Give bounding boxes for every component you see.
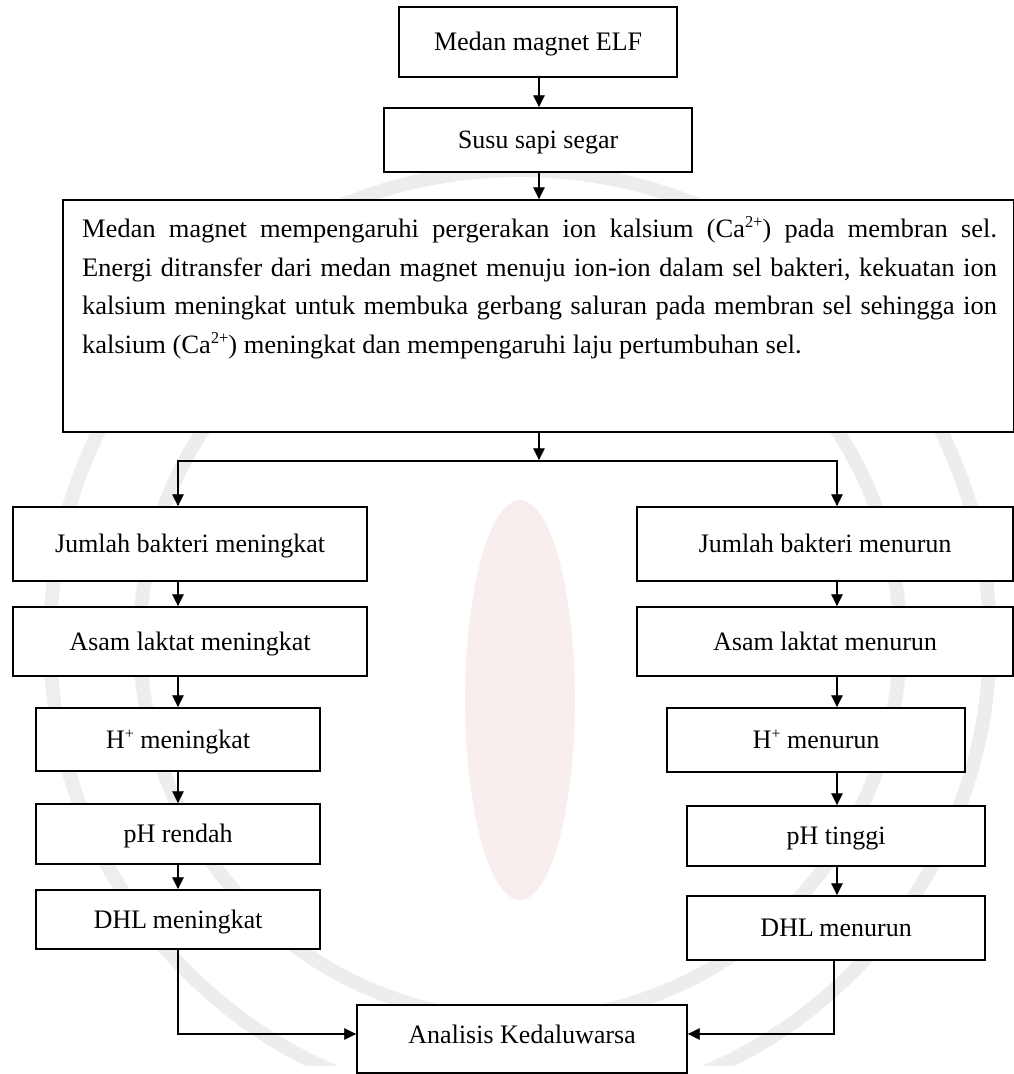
left-h-charge: + <box>124 724 134 742</box>
split-line <box>177 460 838 505</box>
right-h-charge: + <box>771 725 781 743</box>
box-right-dhl: DHL menurun <box>686 895 986 961</box>
box-analysis: Analisis Kedaluwarsa <box>356 1004 688 1074</box>
analysis-label: Analisis Kedaluwarsa <box>408 1020 636 1049</box>
left-ph-label: pH rendah <box>123 819 233 848</box>
box-elf-label: Medan magnet ELF <box>434 27 642 56</box>
box-left-dhl: DHL meningkat <box>35 889 321 950</box>
right-h-rest: menurun <box>780 725 880 754</box>
box-milk-label: Susu sapi segar <box>457 125 619 154</box>
left-bacteria-label: Jumlah bakteri meningkat <box>54 529 326 558</box>
mechanism-text-1: Medan magnet mempengaruhi pergerakan ion… <box>82 213 745 243</box>
box-left-h-ion: H+ meningkat <box>35 707 321 772</box>
mechanism-text-2: ) pada membran sel. Energi ditransfer da… <box>82 213 997 359</box>
box-left-lactic: Asam laktat meningkat <box>12 606 368 677</box>
box-milk: Susu sapi segar <box>383 107 693 173</box>
calcium-charge: 2+ <box>744 212 763 232</box>
right-lactic-label: Asam laktat menurun <box>713 626 937 656</box>
left-lactic-label: Asam laktat meningkat <box>69 626 311 656</box>
left-h-base: H <box>105 724 125 754</box>
box-right-bacteria: Jumlah bakteri menurun <box>636 506 1014 582</box>
mechanism-text-3: ) meningkat dan mempengaruhi laju pertum… <box>228 328 802 359</box>
calcium-charge: 2+ <box>210 327 229 347</box>
left-dhl-label: DHL meningkat <box>93 904 263 934</box>
left-h-label: H+ meningkat <box>106 725 250 755</box>
box-right-ph: pH tinggi <box>686 805 986 867</box>
right-h-label: H+ menurun <box>753 725 880 755</box>
box-elf: Medan magnet ELF <box>398 6 678 78</box>
left-h-rest: meningkat <box>133 724 251 754</box>
right-ph-label: pH tinggi <box>786 821 886 850</box>
box-left-ph: pH rendah <box>35 803 321 865</box>
box-right-lactic: Asam laktat menurun <box>636 606 1014 677</box>
arrow-left-to-analysis <box>177 950 357 1040</box>
right-dhl-label: DHL menurun <box>760 913 912 942</box>
box-right-h-ion: H+ menurun <box>666 707 966 773</box>
box-mechanism: Medan magnet mempengaruhi pergerakan ion… <box>62 199 1014 433</box>
right-bacteria-label: Jumlah bakteri menurun <box>698 529 952 558</box>
arrow-right-to-analysis <box>687 961 835 1040</box>
box-left-bacteria: Jumlah bakteri meningkat <box>12 506 368 582</box>
right-h-base: H <box>752 725 772 754</box>
